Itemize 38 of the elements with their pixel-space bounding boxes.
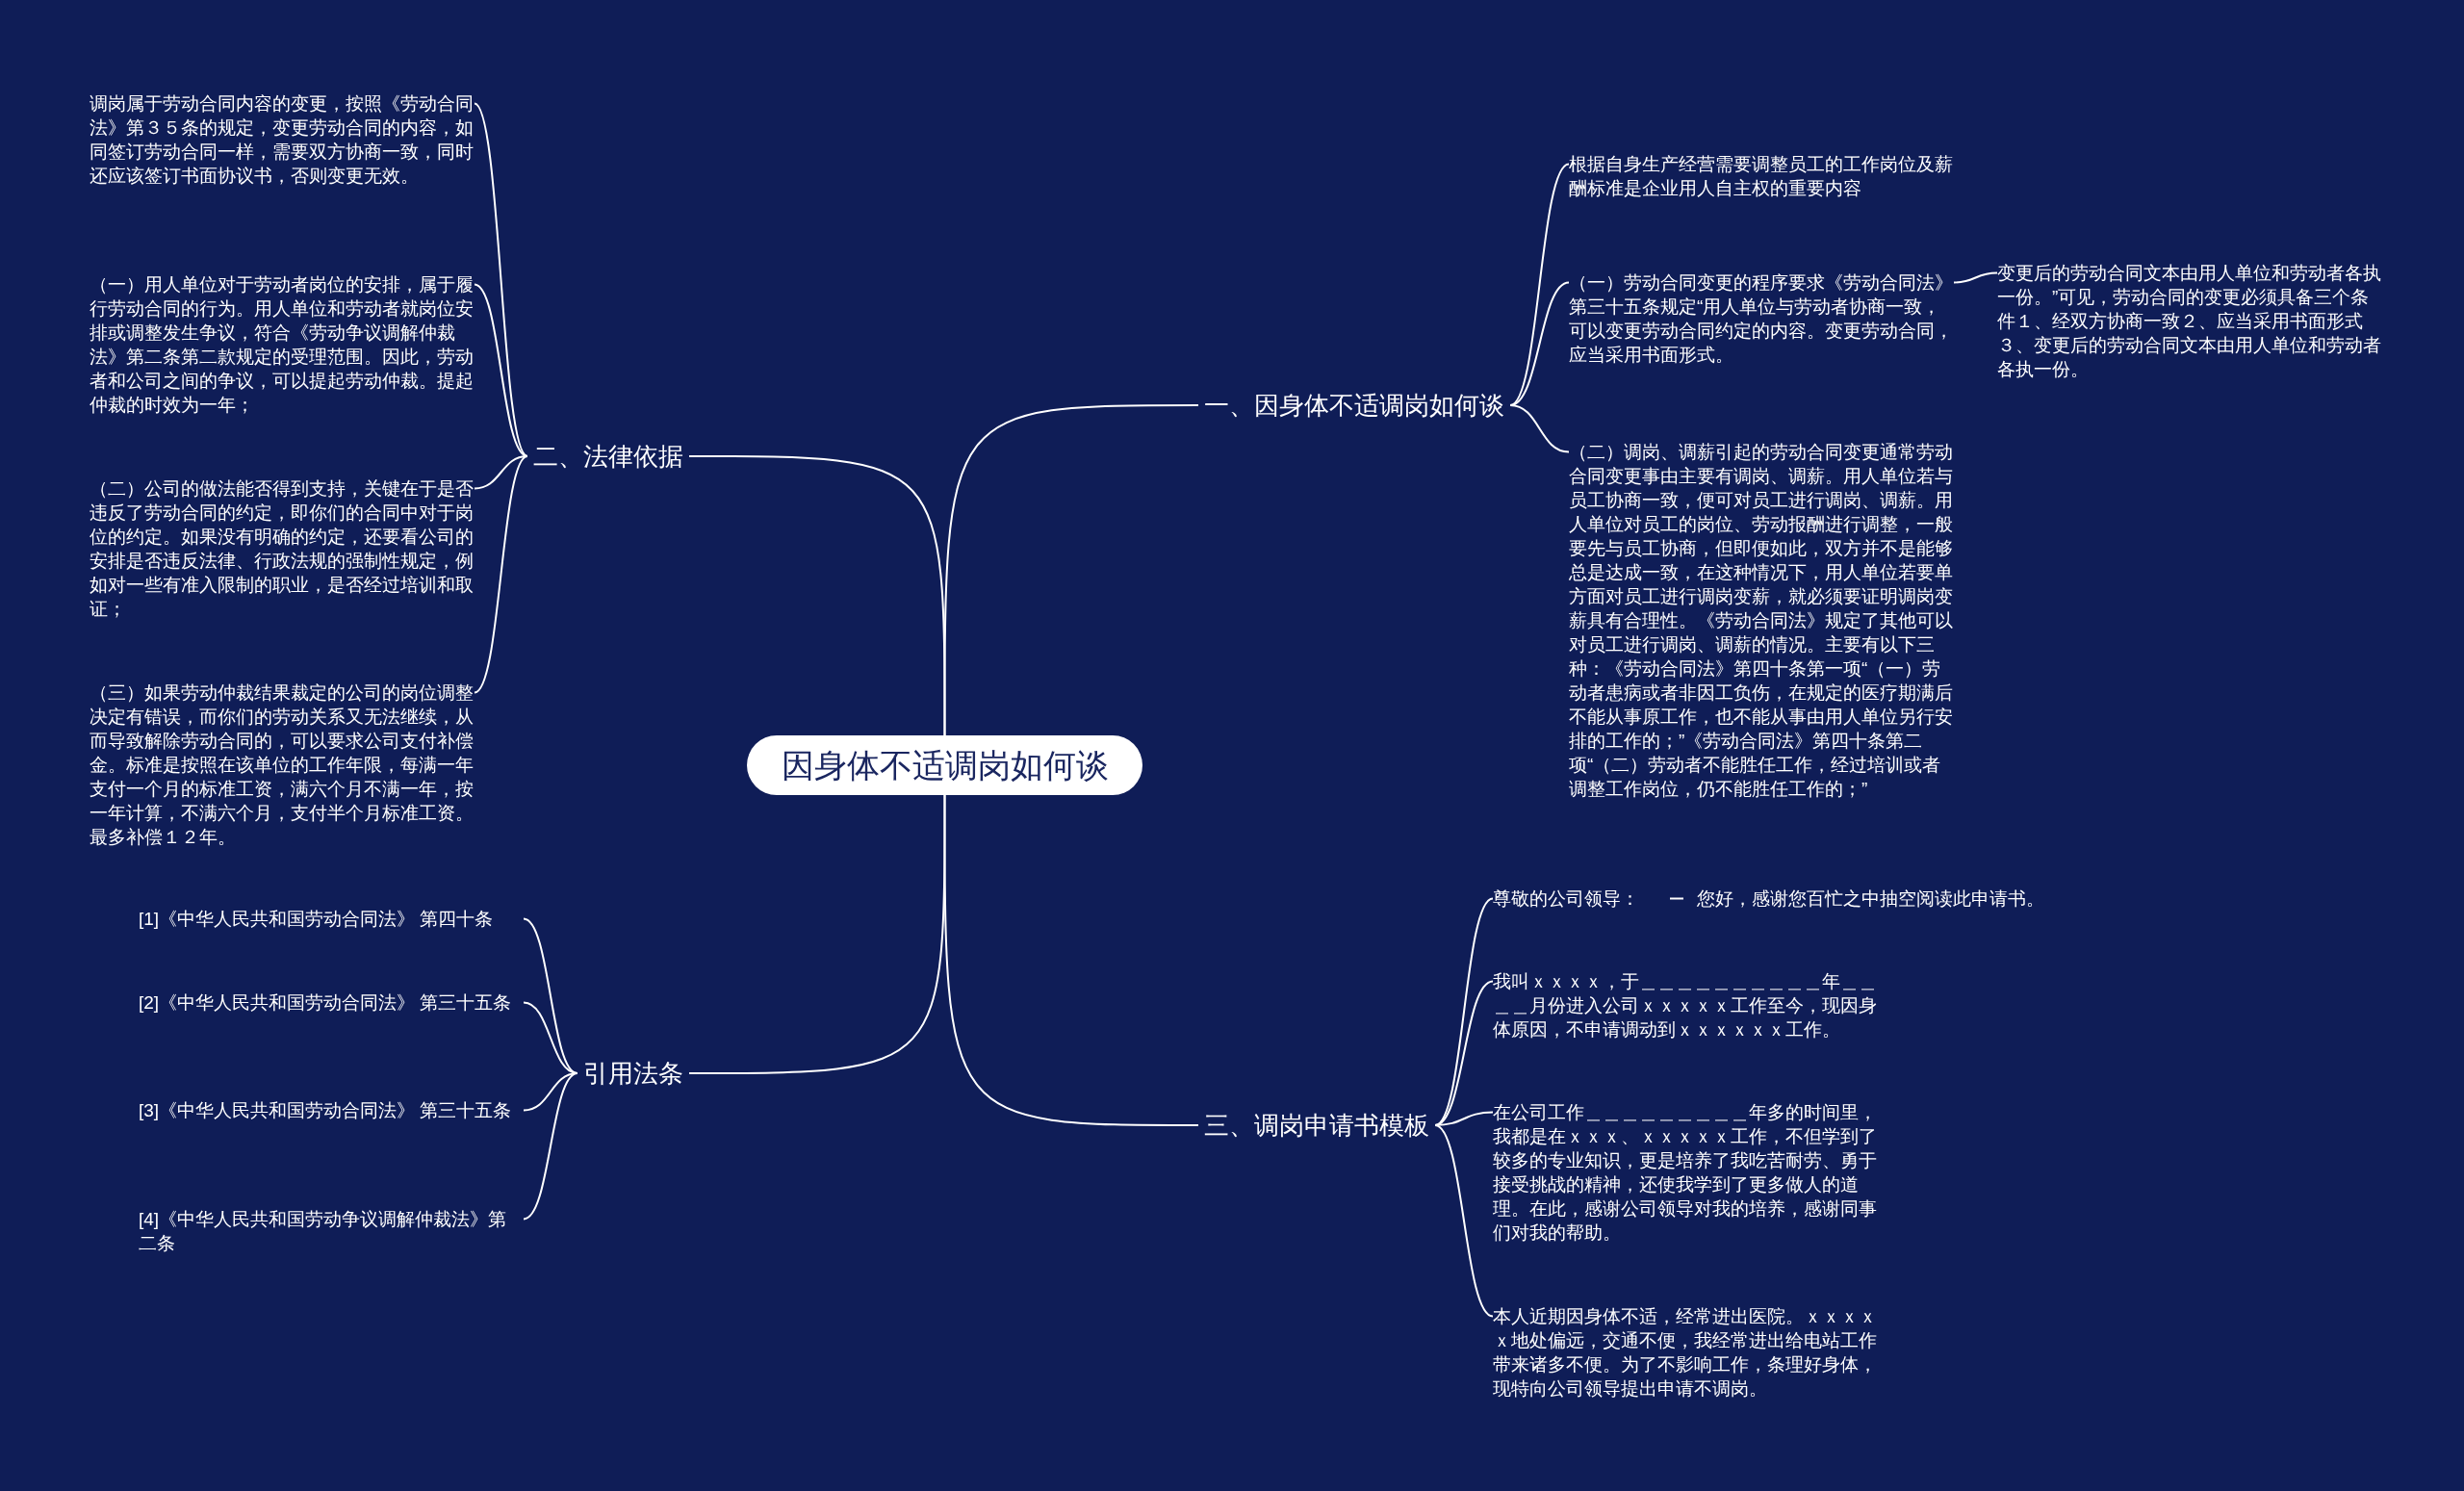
connector-line [1509,404,1570,453]
connector-line [1434,1124,1494,1318]
note-text: （三）如果劳动仲裁结果裁定的公司的岗位调整决定有错误，而你们的劳动关系又无法继续，从而导致解除劳动合同的，可以要求公司支付补偿金。标准是按照在该单位的工作年限，每满一年支付一个月的标准工资，满六个月不满一年，按一年计算，不满六个月，支付半个月标准工资。最多补偿１２年。 [90,681,475,849]
note-text: 变更后的劳动合同文本由用人单位和劳动者各执一份。”可见，劳动合同的变更必须具备三个条件１、经双方协商一致２、应当采用书面形式３、变更后的劳动合同文本由用人单位和劳动者各执一份。 [1997,261,2382,381]
note-text: （二）公司的做法能否得到支持，关键在于是否违反了劳动合同的约定，即你们的合同中对于岗位的约定。如果没有明确的约定，还要看公司的安排是否违反法律、行政法规的强制性规定，例如对一些有准入限制的职业，是否经过培训和取证； [90,476,475,621]
note-text: 尊敬的公司领导： [1493,887,1656,911]
topic-box: 因身体不适调岗如何谈 [747,735,1142,795]
connector-line [688,794,946,1074]
connector-line [474,455,528,694]
note-text: 调岗属于劳动合同内容的变更，按照《劳动合同法》第３５条的规定，变更劳动合同的内容，如同签订劳动合同一样，需要双方协商一致，同时还应该签订书面协议书，否则变更无效。 [90,91,475,188]
connector-line [1669,897,1684,900]
connector-line [523,917,578,1074]
connector-line [474,102,528,457]
connector-line [1953,271,1998,284]
branch-label: 二、法律依据 [527,437,689,476]
connector-line [474,283,528,457]
connector-line [523,1072,578,1221]
note-text: （一）用人单位对于劳动者岗位的安排，属于履行劳动合同的行为。用人单位和劳动者就岗位安排或调整发生争议，符合《劳动争议调解仲裁法》第二条第二款规定的受理范围。因此，劳动者和公司之间的争议，可以提起劳动仲裁。提起仲裁的时效为一年； [90,272,475,417]
connector-line [688,455,946,736]
connector-line [943,794,1199,1126]
connector-line [474,455,528,490]
note-text: 本人近期因身体不适，经常进出医院。ｘｘｘｘｘ地处偏远，交通不便，我经常进出给电站工作带来诸多不便。为了不影响工作，条理好身体，现特向公司领导提出申请不调岗。 [1493,1304,1878,1401]
note-text: （一）劳动合同变更的程序要求《劳动合同法》第三十五条规定“用人单位与劳动者协商一致，可以变更劳动合同约定的内容。变更劳动合同，应当采用书面形式。 [1569,270,1954,367]
note-text: [4]《中华人民共和国劳动争议调解仲裁法》第二条 [139,1207,524,1255]
note-text: （二）调岗、调薪引起的劳动合同变更通常劳动合同变更事由主要有调岗、调薪。用人单位若与员工协商一致，便可对员工进行调岗、调薪。用人单位对员工的岗位、劳动报酬进行调整，一般要先与员工协商，但即便如此，双方并不是能够总是达成一致，在这种情况下，用人单位若要单方面对员工进行调岗变薪，就必须要证明调岗变薪具有合理性。《劳动合同法》规定了其他可以对员工进行调岗、调薪的情况。主要有以下三种：《劳动合同法》第四十条第一项“（一）劳动者患病或者非因工负伤，在规定的医疗期满后不能从事原工作，也不能从事由用人单位另行安排的工作的；”《劳动合同法》第四十条第二项“（二）劳动者不能胜任工作，经过培训或者调整工作岗位，仍不能胜任工作的；” [1569,440,1954,801]
note-text: 我叫ｘｘｘｘ，于＿＿＿＿＿＿＿＿＿＿年＿＿＿＿月份进入公司ｘｘｘｘｘ工作至今，现因身体原因，不申请调动到ｘｘｘｘｘｘ工作。 [1493,969,1878,1041]
connector-line [1509,163,1570,406]
branch-label: 引用法条 [578,1054,689,1093]
connector-line [943,404,1199,736]
connector-line [1434,897,1494,1126]
note-text: 在公司工作＿＿＿＿＿＿＿＿＿年多的时间里，我都是在ｘｘｘ、ｘｘｘｘｘ工作，不但学到了较多的专业知识，更是培养了我吃苦耐劳、勇于接受挑战的精神，还使我学到了更多做人的道理。在此，感谢公司领导对我的培养，感谢同事们对我的帮助。 [1493,1100,1878,1245]
note-text: [2]《中华人民共和国劳动合同法》 第三十五条 [139,990,524,1015]
note-text: 根据自身生产经营需要调整员工的工作岗位及薪酬标准是企业用人自主权的重要内容 [1569,152,1954,200]
branch-label: 一、因身体不适调岗如何谈 [1198,386,1510,424]
note-text: 您好，感谢您百忙之中抽空阅读此申请书。 [1697,887,2101,911]
note-text: [3]《中华人民共和国劳动合同法》 第三十五条 [139,1098,524,1122]
note-text: [1]《中华人民共和国劳动合同法》 第四十条 [139,907,524,931]
branch-label: 三、调岗申请书模板 [1198,1106,1435,1144]
